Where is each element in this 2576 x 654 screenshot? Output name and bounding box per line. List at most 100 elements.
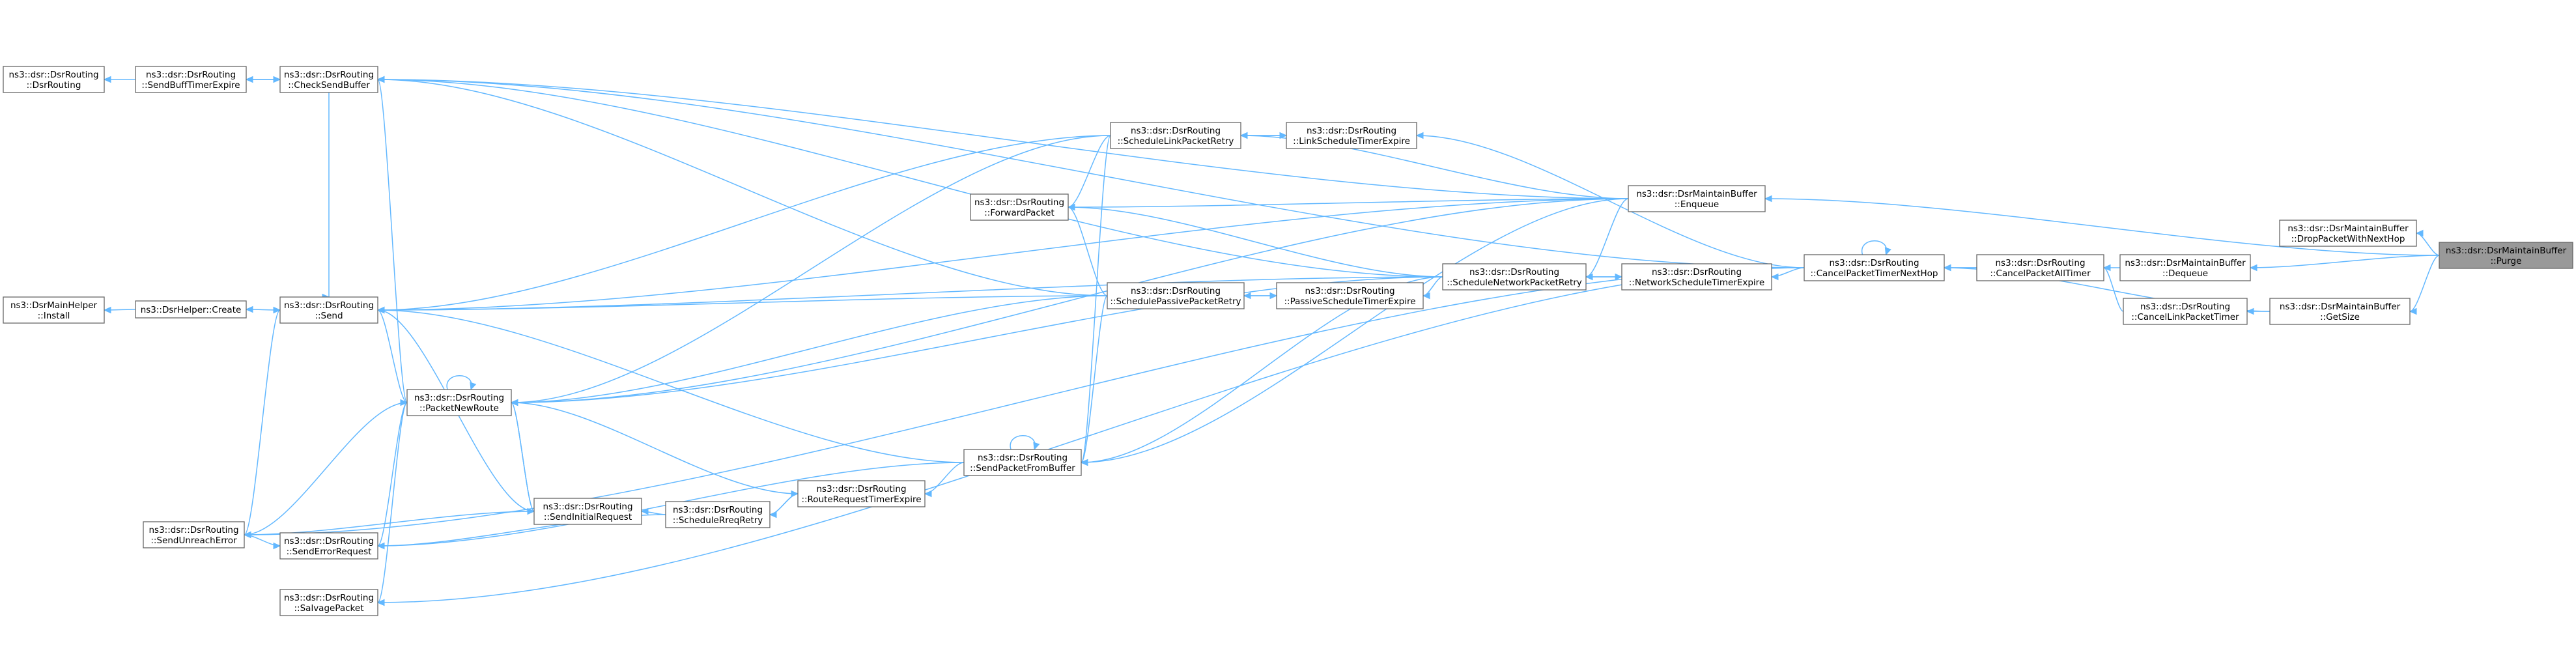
edge-packetnewroute-to-salvagepacket (377, 402, 408, 603)
edge-cancelpackettimernexthop-to-salvagepacket-arrowhead (376, 599, 385, 606)
node-cancelpacketalltimer[interactable]: ns3::dsr::DsrRouting::CancelPacketAllTim… (1976, 254, 2104, 281)
node-create[interactable]: ns3::DsrHelper::Create (135, 300, 247, 319)
node-purge[interactable]: ns3::dsr::DsrMaintainBuffer::Purge (2439, 242, 2573, 269)
node-box-create (135, 300, 247, 319)
node-cancellinkpackettimer[interactable]: ns3::dsr::DsrRouting::CancelLinkPacketTi… (2123, 298, 2248, 325)
node-label-install-line1: ns3::DsrMainHelper (10, 300, 98, 311)
node-label-packetnewroute-line2: ::PacketNewRoute (419, 403, 499, 414)
edge-enqueue-to-forwardpacket (1068, 198, 1629, 208)
node-checksendbuffer[interactable]: ns3::dsr::DsrRouting::CheckSendBuffer (279, 66, 378, 93)
edge-enqueue-to-forwardpacket-arrowhead (1067, 203, 1075, 211)
node-box-schedulereqretry (665, 501, 771, 528)
node-label-droppacketwithnexthop-line2: ::DropPacketWithNextHop (2291, 234, 2405, 244)
node-label-sendinitialrequest-line1: ns3::dsr::DsrRouting (543, 502, 632, 512)
node-label-linkscheduletimerexpire-line2: ::LinkScheduleTimerExpire (1293, 136, 1410, 147)
node-label-cancelpacketalltimer-line1: ns3::dsr::DsrRouting (1995, 258, 2085, 268)
edge-schedulenetworkpacketretry-to-networkscheduletimerexpire-arrowhead (1615, 273, 1623, 281)
node-schedulepassivepacketretry[interactable]: ns3::dsr::DsrRouting::SchedulePassivePac… (1107, 282, 1245, 309)
node-label-dsrrouting_ctor-line1: ns3::dsr::DsrRouting (8, 70, 98, 80)
edge-schedulelinkpacketretry-to-sendpacketfrombuffer (1081, 135, 1111, 463)
node-label-dsrrouting_ctor-line2: ::DsrRouting (27, 80, 81, 91)
node-box-passivescheduletimerexpire (1276, 282, 1424, 309)
node-box-linkscheduletimerexpire (1286, 122, 1417, 149)
node-salvagepacket[interactable]: ns3::dsr::DsrRouting::SalvagePacket (279, 589, 378, 616)
node-label-schedulepassivepacketretry-line1: ns3::dsr::DsrRouting (1131, 286, 1221, 296)
node-schedulenetworkpacketretry[interactable]: ns3::dsr::DsrRouting::ScheduleNetworkPac… (1442, 263, 1587, 291)
edge-cancelpackettimernexthop-to-salvagepacket (377, 267, 1805, 603)
edge-cancelpackettimernexthop-to-checksendbuffer (377, 79, 1805, 268)
edge-getsize-to-cancelpackettimernexthop-arrowhead (1943, 264, 1951, 272)
node-label-salvagepacket-line1: ns3::dsr::DsrRouting (284, 593, 374, 603)
node-getsize[interactable]: ns3::dsr::DsrMaintainBuffer::GetSize (2269, 298, 2411, 325)
edge-purge-to-droppacketwithnexthop-arrowhead (2415, 229, 2424, 237)
edge-sendbufftimerexpire-to-checksendbuffer-arrowhead (273, 76, 281, 83)
node-box-networkscheduletimerexpire (1621, 263, 1772, 291)
node-label-linkscheduletimerexpire-line1: ns3::dsr::DsrRouting (1307, 126, 1396, 136)
edge-enqueue-to-schedulenetworkpacketretry-arrowhead (1585, 273, 1593, 281)
edge-schedulelinkpacketretry-to-forwardpacket (1068, 135, 1111, 208)
node-label-schedulelinkpacketretry-line1: ns3::dsr::DsrRouting (1131, 126, 1221, 136)
edge-schedulelinkpacketretry-to-packetnewroute (511, 135, 1111, 403)
node-box-cancelpackettimernexthop (1804, 254, 1945, 281)
node-install[interactable]: ns3::DsrMainHelper::Install (3, 296, 105, 324)
edge-cancelpackettimernexthop-to-cancelpackettimernexthop (1861, 240, 1888, 255)
node-dsrrouting_ctor[interactable]: ns3::dsr::DsrRouting::DsrRouting (3, 66, 105, 93)
node-sendunreacherror[interactable]: ns3::dsr::DsrRouting::SendUnreachError (143, 521, 245, 548)
node-label-send-line2: ::Send (315, 311, 343, 321)
node-label-purge-line1: ns3::dsr::DsrMaintainBuffer (2446, 246, 2567, 256)
node-label-salvagepacket-line2: ::SalvagePacket (294, 603, 364, 614)
node-label-checksendbuffer-line2: ::CheckSendBuffer (288, 80, 370, 91)
node-box-salvagepacket (279, 589, 378, 616)
node-schedulelinkpacketretry[interactable]: ns3::dsr::DsrRouting::ScheduleLinkPacket… (1110, 122, 1241, 149)
node-box-sendinitialrequest (533, 498, 642, 525)
edge-enqueue-to-send (377, 198, 1629, 311)
edge-schedulenetworkpacketretry-to-passivescheduletimerexpire (1422, 276, 1443, 296)
node-label-senderrorrequest-line1: ns3::dsr::DsrRouting (284, 536, 374, 547)
node-cancelpackettimernexthop[interactable]: ns3::dsr::DsrRouting::CancelPacketTimerN… (1804, 254, 1945, 281)
node-linkscheduletimerexpire[interactable]: ns3::dsr::DsrRouting::LinkScheduleTimerE… (1286, 122, 1417, 149)
node-schedulereqretry[interactable]: ns3::dsr::DsrRouting::ScheduleRreqRetry (665, 501, 771, 528)
node-box-cancelpacketalltimer (1976, 254, 2104, 281)
node-send[interactable]: ns3::dsr::DsrRouting::Send (279, 296, 378, 324)
node-label-networkscheduletimerexpire-line2: ::NetworkScheduleTimerExpire (1629, 277, 1765, 288)
edge-cancelpackettimernexthop-to-networkscheduletimerexpire-arrowhead (1770, 273, 1779, 281)
node-packetnewroute[interactable]: ns3::dsr::DsrRouting::PacketNewRoute (406, 389, 512, 416)
edge-purge-to-getsize (2409, 255, 2440, 312)
edge-checksendbuffer-to-packetnewroute (377, 79, 408, 403)
edge-enqueue-to-checksendbuffer (377, 79, 1629, 199)
edge-schedulenetworkpacketretry-to-send (377, 276, 1443, 311)
node-sendpacketfrombuffer[interactable]: ns3::dsr::DsrRouting::SendPacketFromBuff… (963, 449, 1082, 476)
edge-cancelpackettimernexthop-to-linkscheduletimerexpire-arrowhead (1415, 132, 1424, 139)
node-box-droppacketwithnexthop (2279, 220, 2417, 247)
node-dequeue[interactable]: ns3::dsr::DsrMaintainBuffer::Dequeue (2119, 254, 2251, 281)
node-label-forwardpacket-line1: ns3::dsr::DsrRouting (974, 197, 1064, 208)
edge-sendpacketfrombuffer-to-senderrorrequest-arrowhead (376, 542, 385, 550)
node-sendinitialrequest[interactable]: ns3::dsr::DsrRouting::SendInitialRequest (533, 498, 642, 525)
edge-schedulenetworkpacketretry-to-passivescheduletimerexpire-arrowhead (1422, 292, 1430, 300)
node-sendbufftimerexpire[interactable]: ns3::dsr::DsrRouting::SendBuffTimerExpir… (135, 66, 247, 93)
edge-sendpacketfrombuffer-to-sendpacketfrombuffer (1010, 435, 1036, 450)
edge-enqueue-to-schedulelinkpacketretry-arrowhead (1239, 132, 1248, 139)
edge-packetnewroute-to-send (377, 309, 408, 403)
node-senderrorrequest[interactable]: ns3::dsr::DsrRouting::SendErrorRequest (279, 532, 378, 560)
edge-schedulelinkpacketretry-to-linkscheduletimerexpire-arrowhead (1279, 132, 1288, 139)
node-label-send-line1: ns3::dsr::DsrRouting (284, 300, 374, 311)
node-routerequesttimerexpire[interactable]: ns3::dsr::DsrRouting::RouteRequestTimerE… (797, 480, 926, 507)
node-label-purge-line2: ::Purge (2491, 256, 2522, 266)
node-forwardpacket[interactable]: ns3::dsr::DsrRouting::ForwardPacket (970, 193, 1069, 221)
node-label-sendpacketfrombuffer-line2: ::SendPacketFromBuffer (970, 463, 1075, 474)
node-droppacketwithnexthop[interactable]: ns3::dsr::DsrMaintainBuffer::DropPacketW… (2279, 220, 2417, 247)
node-passivescheduletimerexpire[interactable]: ns3::dsr::DsrRouting::PassiveScheduleTim… (1276, 282, 1424, 309)
node-label-install-line2: ::Install (38, 311, 70, 321)
node-networkscheduletimerexpire[interactable]: ns3::dsr::DsrRouting::NetworkScheduleTim… (1621, 263, 1772, 291)
node-label-cancelpacketalltimer-line2: ::CancelPacketAllTimer (1990, 268, 2091, 279)
node-box-dsrrouting_ctor (3, 66, 105, 93)
node-enqueue[interactable]: ns3::dsr::DsrMaintainBuffer::Enqueue (1628, 185, 1766, 212)
edge-send-to-create-arrowhead (245, 306, 253, 313)
edge-sendpacketfrombuffer-to-send (377, 309, 965, 463)
node-label-create-line1: ns3::DsrHelper::Create (141, 305, 242, 315)
edge-cancelpackettimernexthop-to-sendunreacherror-arrowhead (243, 531, 251, 539)
edge-sendinitialrequest-to-packetnewroute (511, 402, 535, 512)
node-box-install (3, 296, 105, 324)
